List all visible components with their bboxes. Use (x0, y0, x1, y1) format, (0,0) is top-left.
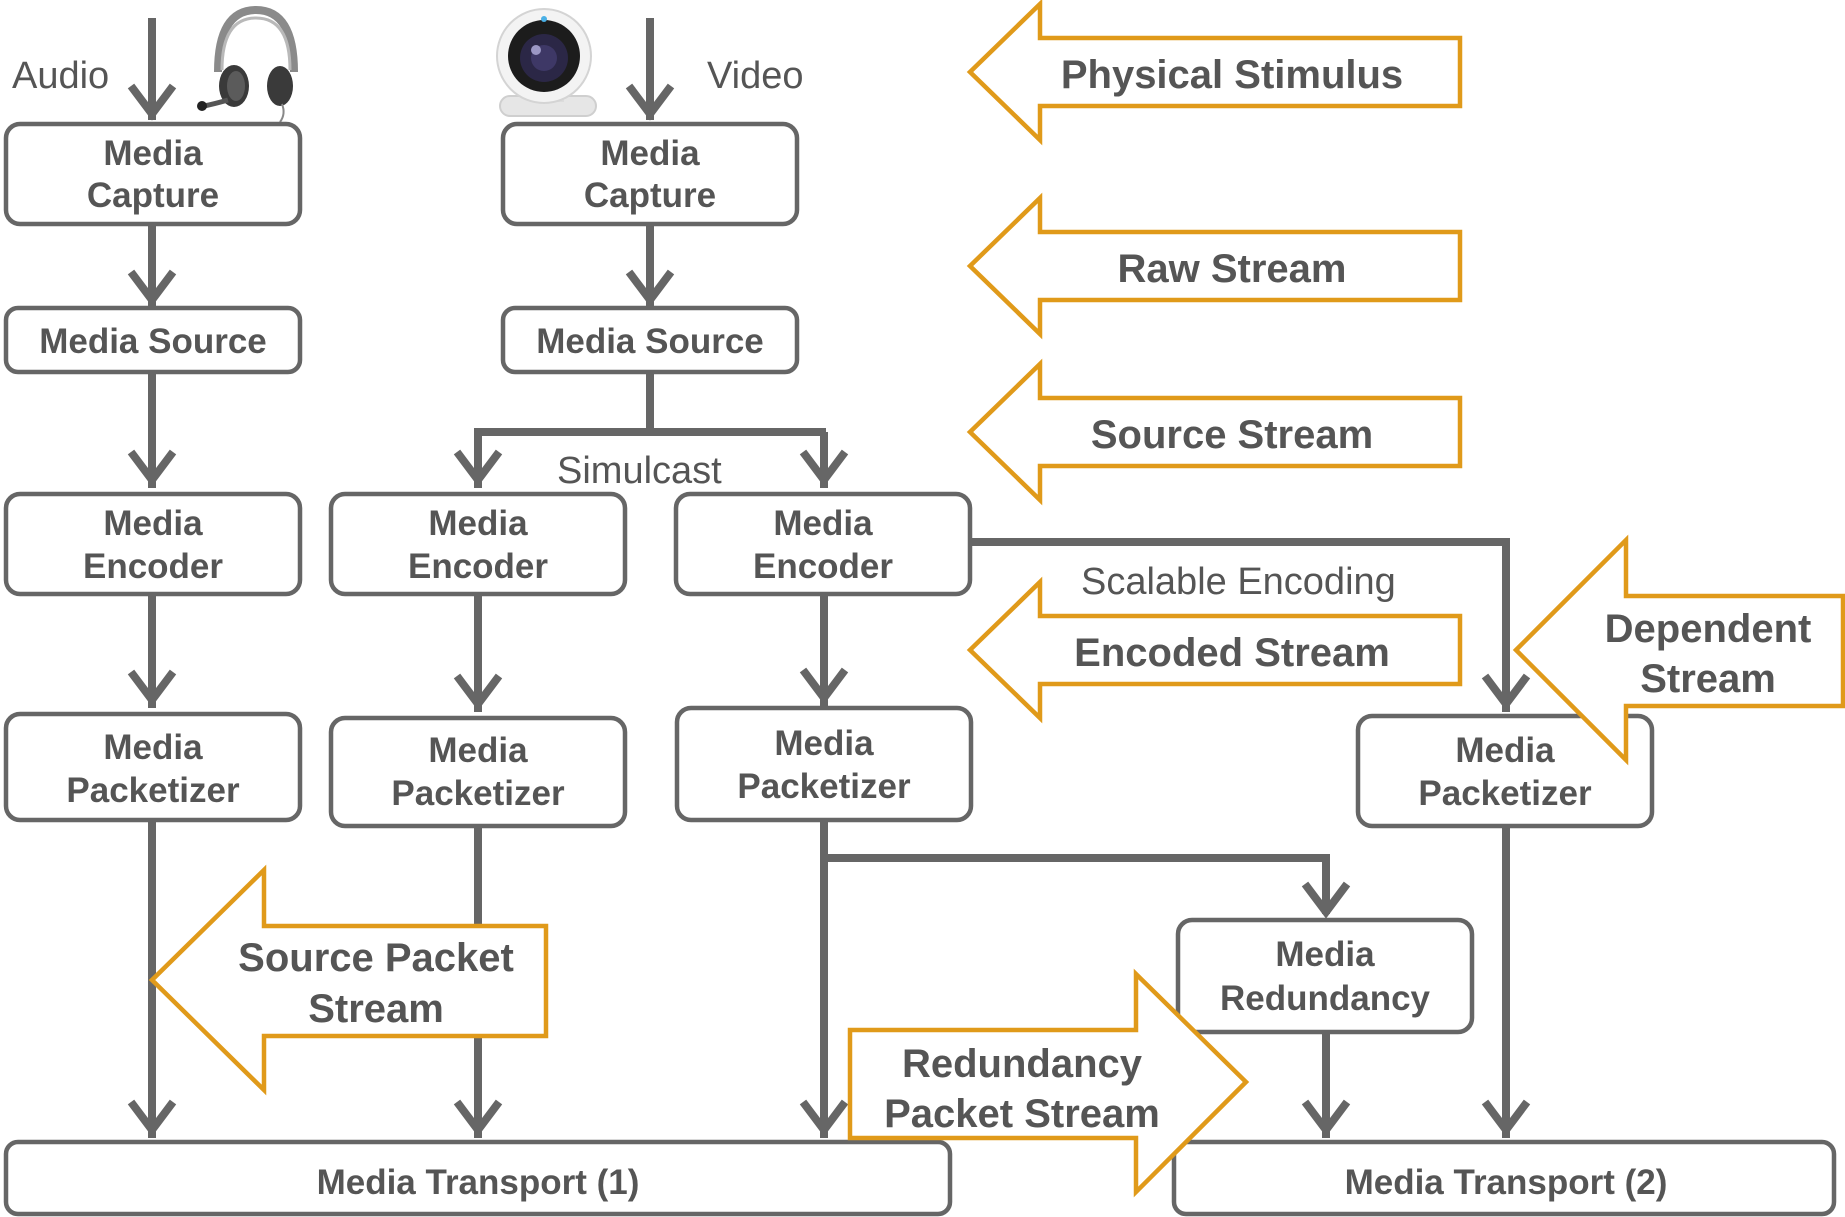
source-packet-stream-callout: Source Packet Stream (148, 864, 549, 1096)
arrowhead (127, 83, 177, 121)
simulcast-packetizer-1-node: Media Packetizer (328, 715, 628, 829)
scalable-encoding-line (970, 538, 1510, 712)
callout-label: Physical Stimulus (1061, 53, 1403, 97)
node-label-line-1: Media (428, 731, 528, 770)
callout-label-line-2: Packet Stream (884, 1092, 1160, 1136)
node-label-line-2: Capture (87, 176, 219, 215)
scalable-encoding-label: Scalable Encoding (1081, 561, 1396, 603)
media-redundancy-node: Media Redundancy (1175, 917, 1475, 1035)
arrowhead (799, 449, 849, 487)
audio-capture-node: Media Capture (3, 121, 303, 227)
simulcast-split-line (474, 372, 826, 436)
arrowhead (799, 1099, 849, 1137)
simulcast-encoder-2-node: Media Encoder (673, 491, 973, 597)
arrowhead (1301, 1099, 1351, 1137)
node-label-line-2: Packetizer (66, 771, 240, 810)
audio-encoder-node: Media Encoder (3, 491, 303, 597)
source-stream-callout: Source Stream (966, 358, 1463, 506)
node-label-line-2: Encoder (83, 547, 223, 586)
arrowhead (1301, 881, 1351, 919)
webcam-icon (496, 8, 597, 117)
arrowhead (625, 83, 675, 121)
arrowhead (127, 669, 177, 707)
dependent-stream-callout: Dependent Stream (1512, 534, 1845, 766)
node-label-line-1: Media (103, 728, 203, 767)
simulcast-label: Simulcast (557, 450, 722, 492)
callout-label-line-2: Stream (308, 987, 444, 1031)
simulcast-encoder-1-node: Media Encoder (328, 491, 628, 597)
node-label: Media Source (536, 322, 764, 361)
callout-label: Source Stream (1091, 413, 1373, 457)
callout-label-line-2: Stream (1640, 657, 1776, 701)
media-transport-1-node: Media Transport (1) (3, 1139, 953, 1217)
node-label-line-2: Redundancy (1220, 979, 1431, 1018)
node-label-line-2: Packetizer (1418, 774, 1592, 813)
redundancy-packet-stream-callout: Redundancy Packet Stream (847, 968, 1250, 1198)
encoded-stream-callout: Encoded Stream (966, 576, 1463, 724)
simulcast-packetizer-2-node: Media Packetizer (674, 705, 974, 823)
node-label-line-1: Media (103, 504, 203, 543)
node-label-line-1: Media (1275, 935, 1375, 974)
raw-stream-callout: Raw Stream (966, 192, 1463, 340)
arrowhead (625, 269, 675, 307)
arrowhead (1481, 673, 1531, 711)
node-label-line-1: Media (103, 134, 203, 173)
audio-source-node: Media Source (3, 305, 303, 375)
media-transport-2-node: Media Transport (2) (1171, 1139, 1837, 1217)
headset-icon (197, 5, 298, 123)
node-label-line-1: Media (600, 134, 700, 173)
node-label-line-2: Packetizer (391, 774, 565, 813)
audio-label: Audio (12, 55, 109, 97)
callout-label-line-1: Redundancy (902, 1042, 1143, 1086)
video-label: Video (707, 55, 804, 97)
node-label-line-1: Media (1455, 731, 1555, 770)
video-capture-node: Media Capture (500, 121, 800, 227)
callout-label: Encoded Stream (1074, 631, 1390, 675)
arrowhead (453, 673, 503, 711)
node-label-line-1: Media (773, 504, 873, 543)
node-label-line-2: Capture (584, 176, 716, 215)
arrowhead (453, 1099, 503, 1137)
node-label-line-2: Encoder (753, 547, 893, 586)
node-label: Media Source (39, 322, 267, 361)
arrowhead (1481, 1099, 1531, 1137)
callout-label: Raw Stream (1118, 247, 1347, 291)
node-label: Media Transport (1) (317, 1163, 640, 1202)
node-label-line-2: Packetizer (737, 767, 911, 806)
scalable-packetizer-node: Media Packetizer (1355, 713, 1655, 829)
node-label-line-2: Encoder (408, 547, 548, 586)
physical-stimulus-callout: Physical Stimulus (966, 0, 1463, 146)
arrowhead (127, 1099, 177, 1137)
audio-packetizer-node: Media Packetizer (3, 711, 303, 823)
callout-label-line-1: Source Packet (238, 936, 514, 980)
arrowhead (127, 449, 177, 487)
redundancy-branch-line (824, 854, 1330, 914)
node-label-line-1: Media (428, 504, 528, 543)
video-source-node: Media Source (500, 305, 800, 375)
arrowhead (799, 667, 849, 705)
node-label: Media Transport (2) (1345, 1163, 1668, 1202)
node-label-line-1: Media (774, 724, 874, 763)
connectors (127, 18, 1531, 1138)
callout-label-line-1: Dependent (1605, 607, 1812, 651)
arrowhead (127, 269, 177, 307)
arrowhead (453, 449, 503, 487)
